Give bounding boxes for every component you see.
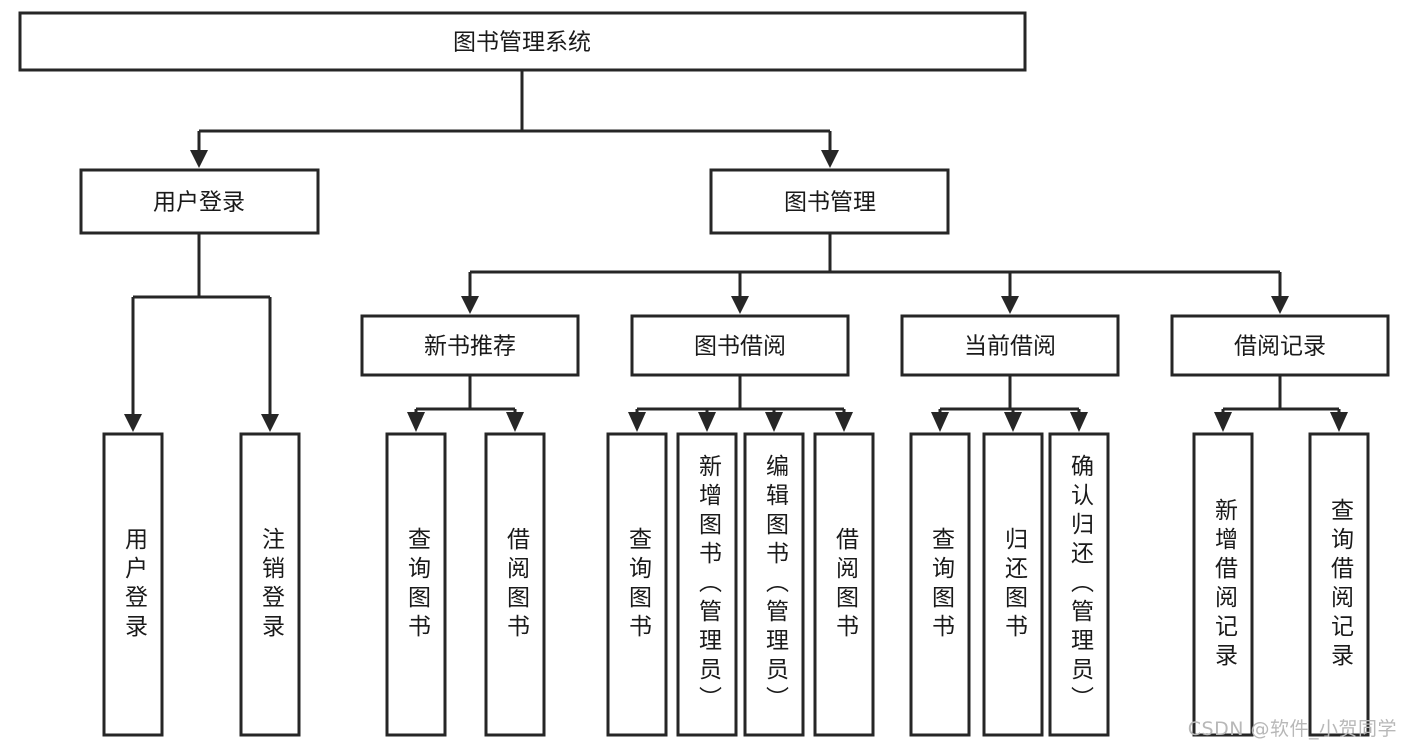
- node-leaf-user-login-box[interactable]: [102, 432, 164, 737]
- node-leaf-logout-label: 注销登录: [257, 526, 284, 643]
- node-user-login-label: 用户登录: [153, 190, 245, 216]
- arrowhead-leaf-query-book-2: [628, 412, 646, 432]
- arrowhead-current-borrow: [1001, 296, 1019, 314]
- node-leaf-query-book-2-box[interactable]: [606, 432, 668, 737]
- nodes-layer: 图书管理系统 用户登录 图书管理 新书推荐 图书借阅 当前借阅 借阅记录: [18, 11, 1390, 737]
- node-current-borrow-box[interactable]: [900, 314, 1120, 377]
- node-leaf-return-book[interactable]: 归还图书: [982, 432, 1044, 737]
- node-leaf-query-record-label: 查询借阅记录: [1326, 497, 1353, 672]
- node-leaf-confirm-return-box[interactable]: [1048, 432, 1110, 737]
- node-new-book-rec-label: 新书推荐: [424, 334, 516, 360]
- node-book-manage[interactable]: 图书管理: [709, 168, 950, 235]
- node-leaf-add-record-label: 新增借阅记录: [1210, 497, 1237, 672]
- node-book-manage-box[interactable]: [709, 168, 950, 235]
- node-leaf-return-book-label: 归还图书: [1000, 526, 1027, 643]
- arrowhead-leaf-return-book: [1004, 412, 1022, 432]
- arrowhead-user-login: [190, 150, 208, 168]
- edges-layer: [124, 70, 1348, 432]
- arrowhead-leaf-query-record: [1330, 412, 1348, 432]
- node-leaf-user-login-label: 用户登录: [120, 526, 147, 643]
- arrowhead-leaf-borrow-book-1: [506, 412, 524, 432]
- node-leaf-add-book[interactable]: 新增图书（管理员）: [676, 432, 738, 737]
- node-root-box[interactable]: [18, 11, 1027, 72]
- arrowhead-leaf-query-book-1: [407, 412, 425, 432]
- arrowhead-book-manage: [821, 150, 839, 168]
- node-leaf-query-book-3-box[interactable]: [909, 432, 971, 737]
- node-leaf-return-book-box[interactable]: [982, 432, 1044, 737]
- node-leaf-query-book-3[interactable]: 查询图书: [909, 432, 971, 737]
- node-leaf-add-book-label: 新增图书（管理员）: [694, 454, 721, 715]
- node-leaf-query-record-box[interactable]: [1308, 432, 1370, 737]
- node-leaf-borrow-book-1-label: 借阅图书: [502, 526, 529, 643]
- node-user-login[interactable]: 用户登录: [79, 168, 320, 235]
- node-root-label: 图书管理系统: [453, 30, 591, 56]
- node-book-borrow-label: 图书借阅: [694, 334, 786, 360]
- node-leaf-add-record[interactable]: 新增借阅记录: [1192, 432, 1254, 737]
- node-leaf-borrow-book-1[interactable]: 借阅图书: [484, 432, 546, 737]
- arrowhead-leaf-add-book: [698, 412, 716, 432]
- node-new-book-rec-box[interactable]: [360, 314, 580, 377]
- node-borrow-record-label: 借阅记录: [1234, 334, 1326, 360]
- arrowhead-leaf-query-book-3: [931, 412, 949, 432]
- node-borrow-record[interactable]: 借阅记录: [1170, 314, 1390, 377]
- node-leaf-add-record-box[interactable]: [1192, 432, 1254, 737]
- node-book-borrow-box[interactable]: [630, 314, 850, 377]
- node-leaf-borrow-book-2-box[interactable]: [813, 432, 875, 737]
- node-book-manage-label: 图书管理: [784, 190, 876, 216]
- node-leaf-logout-box[interactable]: [239, 432, 301, 737]
- arrowhead-leaf-user-login: [124, 414, 142, 432]
- node-leaf-edit-book-label: 编辑图书（管理员）: [761, 454, 788, 715]
- node-root[interactable]: 图书管理系统: [18, 11, 1027, 72]
- node-leaf-query-book-1[interactable]: 查询图书: [385, 432, 447, 737]
- arrowhead-leaf-add-record: [1214, 412, 1232, 432]
- arrowhead-leaf-borrow-book-2: [835, 412, 853, 432]
- node-current-borrow[interactable]: 当前借阅: [900, 314, 1120, 377]
- node-leaf-confirm-return-label: 确认归还（管理员）: [1066, 454, 1093, 715]
- node-leaf-query-record[interactable]: 查询借阅记录: [1308, 432, 1370, 737]
- node-borrow-record-box[interactable]: [1170, 314, 1390, 377]
- node-leaf-query-book-2-label: 查询图书: [624, 526, 651, 643]
- node-current-borrow-label: 当前借阅: [964, 334, 1056, 360]
- arrowhead-book-borrow: [731, 296, 749, 314]
- arrowhead-leaf-logout: [261, 414, 279, 432]
- leaf-nodes-layer: 用户登录 注销登录 查询图书: [102, 432, 1370, 737]
- node-new-book-rec[interactable]: 新书推荐: [360, 314, 580, 377]
- node-leaf-confirm-return[interactable]: 确认归还（管理员）: [1048, 432, 1110, 737]
- node-leaf-borrow-book-1-box[interactable]: [484, 432, 546, 737]
- arrowhead-leaf-edit-book: [765, 412, 783, 432]
- node-leaf-query-book-2[interactable]: 查询图书: [606, 432, 668, 737]
- node-user-login-box[interactable]: [79, 168, 320, 235]
- node-leaf-add-book-box[interactable]: [676, 432, 738, 737]
- node-leaf-edit-book[interactable]: 编辑图书（管理员）: [743, 432, 805, 737]
- csdn-watermark: CSDN @软件_小贺同学: [1187, 718, 1397, 740]
- node-leaf-logout[interactable]: 注销登录: [239, 432, 301, 737]
- node-leaf-user-login[interactable]: 用户登录: [102, 432, 164, 737]
- node-leaf-borrow-book-2[interactable]: 借阅图书: [813, 432, 875, 737]
- node-book-borrow[interactable]: 图书借阅: [630, 314, 850, 377]
- node-leaf-query-book-3-label: 查询图书: [927, 526, 954, 643]
- node-leaf-query-book-1-label: 查询图书: [403, 526, 430, 643]
- arrowhead-borrow-record: [1271, 296, 1289, 314]
- node-leaf-borrow-book-2-label: 借阅图书: [831, 526, 858, 643]
- arrowhead-new-book-rec: [461, 296, 479, 314]
- arrowhead-leaf-confirm-return: [1070, 412, 1088, 432]
- node-leaf-query-book-1-box[interactable]: [385, 432, 447, 737]
- node-leaf-edit-book-box[interactable]: [743, 432, 805, 737]
